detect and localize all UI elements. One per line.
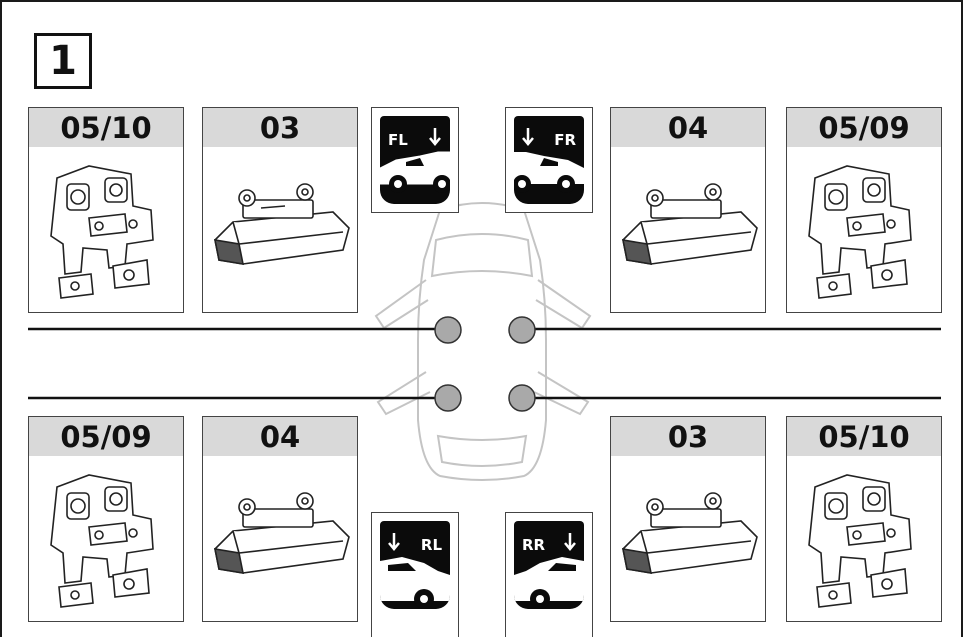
position-label: RL — [420, 536, 442, 554]
badge-background: RR — [514, 521, 584, 609]
front-left-foot-card: 03 — [202, 107, 358, 313]
car-icon — [380, 533, 450, 609]
bracket-code: 05/09 — [787, 108, 941, 147]
mount-point-marker-fr — [508, 316, 536, 344]
foot-code: 03 — [203, 108, 357, 147]
rear-left-bracket-card: 05/09 — [28, 416, 184, 622]
rear-left-foot-card: 04 — [202, 416, 358, 622]
position-label: FL — [388, 131, 408, 149]
badge-background: RL — [380, 521, 450, 609]
rear-right-bracket-card: 05/10 — [786, 416, 942, 622]
front-right-bracket-card: 05/09 — [786, 107, 942, 313]
position-label: RR — [522, 536, 546, 554]
mount-point-marker-fl — [434, 316, 462, 344]
foot-code: 04 — [611, 108, 765, 147]
rear-right-foot-card: 03 — [610, 416, 766, 622]
bracket-code: 05/09 — [29, 417, 183, 456]
front-right-foot-card: 04 — [610, 107, 766, 313]
step-number: 1 — [34, 33, 92, 89]
car-icon — [514, 128, 584, 193]
position-badge-fr: FR — [505, 107, 593, 213]
foot-code: 04 — [203, 417, 357, 456]
bracket-icon — [808, 474, 912, 608]
car-top-view-outline — [374, 202, 592, 481]
foot-code: 03 — [611, 417, 765, 456]
position-label: FR — [554, 131, 576, 149]
front-left-bracket-card: 05/10 — [28, 107, 184, 313]
foot-icon — [621, 492, 758, 574]
arrow-down-icon — [564, 533, 576, 551]
bracket-icon — [50, 474, 154, 608]
mount-point-marker-rr — [508, 384, 536, 412]
badge-background: FR — [514, 116, 584, 204]
bracket-code: 05/10 — [787, 417, 941, 456]
arrow-down-icon — [522, 128, 534, 146]
foot-icon — [213, 492, 350, 574]
bracket-icon — [808, 165, 912, 299]
badge-background: FL — [380, 116, 450, 204]
position-badge-rr: RR — [505, 512, 593, 637]
bracket-icon — [50, 165, 154, 299]
position-badge-fl: FL — [371, 107, 459, 213]
arrow-down-icon — [388, 533, 400, 551]
car-icon — [380, 128, 450, 193]
position-badge-rl: RL — [371, 512, 459, 637]
foot-icon — [621, 183, 758, 265]
car-icon — [514, 533, 584, 609]
arrow-down-icon — [429, 128, 441, 146]
foot-icon — [213, 183, 350, 265]
bracket-code: 05/10 — [29, 108, 183, 147]
mount-point-marker-rl — [434, 384, 462, 412]
